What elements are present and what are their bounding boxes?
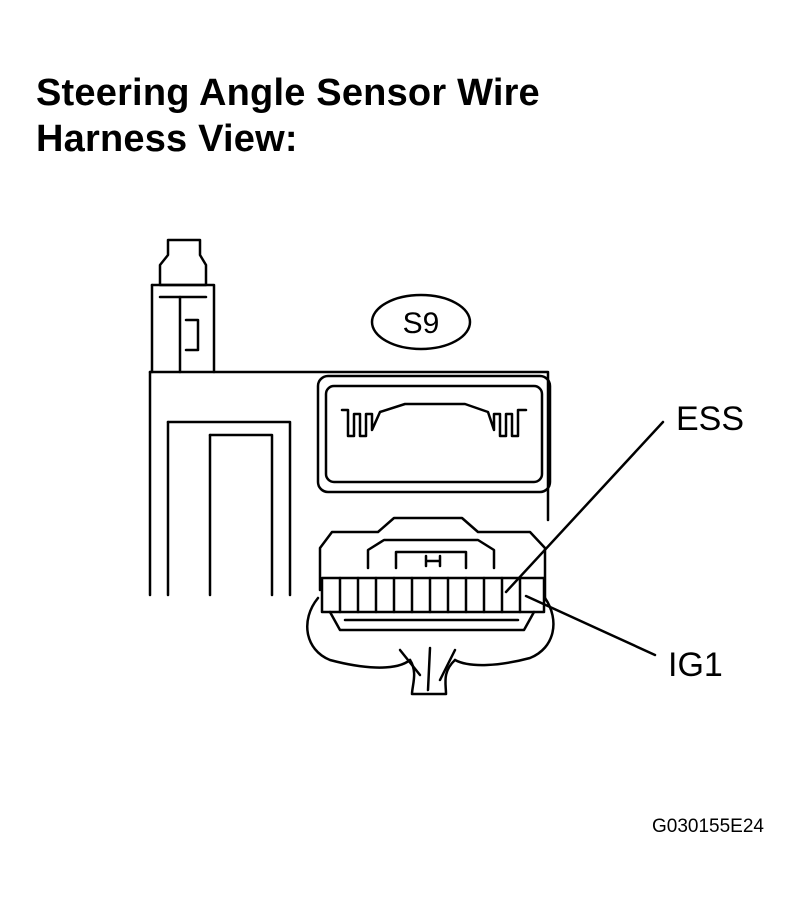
connector-code-label: S9 xyxy=(403,307,440,340)
title-line-1: Steering Angle Sensor Wire xyxy=(36,72,540,114)
callout-ess: ESS xyxy=(504,400,744,594)
callout-ig1: IG1 xyxy=(524,594,723,684)
ig1-label: IG1 xyxy=(668,646,723,684)
ess-label: ESS xyxy=(676,400,744,438)
sensor-housing xyxy=(148,238,550,597)
connector-code-tag: S9 xyxy=(370,293,472,351)
title-line-2: Harness View: xyxy=(36,118,298,160)
diagram-title: Steering Angle Sensor Wire Harness View: xyxy=(36,70,540,162)
figure-id: G030155E24 xyxy=(652,816,764,837)
harness-connector xyxy=(306,516,555,696)
upper-socket xyxy=(316,374,552,494)
